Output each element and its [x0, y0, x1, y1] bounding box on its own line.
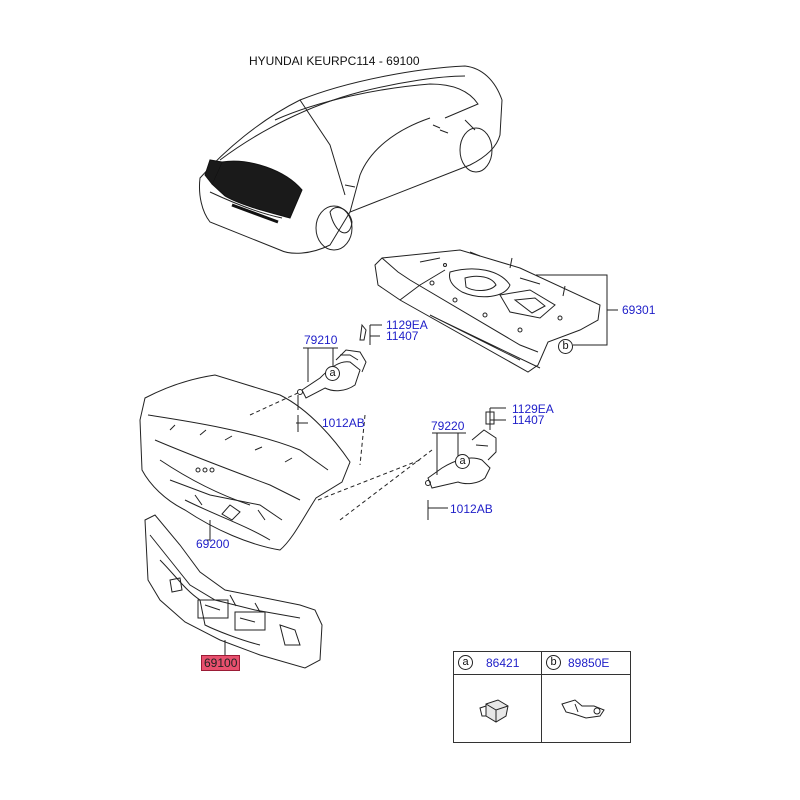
leader-1129ea-2 [489, 407, 506, 430]
part-label-1012ab-1[interactable]: 1012AB [322, 416, 365, 430]
part-label-69200[interactable]: 69200 [196, 537, 230, 551]
part-label-79210[interactable]: 79210 [304, 333, 338, 347]
part-label-1012ab-2[interactable]: 1012AB [450, 502, 493, 516]
part-label-11407-1[interactable]: 11407 [386, 329, 419, 343]
hinge-right-79220 [425, 429, 497, 489]
legend-letter-b: b [546, 655, 561, 670]
legend-part-89850e [561, 699, 605, 719]
part-label-79220[interactable]: 79220 [431, 419, 465, 433]
callout-a-1: a [325, 366, 340, 381]
hinge-left-79210 [297, 349, 367, 410]
car-illustration [199, 65, 503, 254]
dashed-connectors [249, 391, 433, 521]
legend-part-86421 [479, 699, 509, 723]
callout-b: b [558, 339, 573, 354]
part-label-11407-2[interactable]: 11407 [512, 413, 545, 427]
legend-header [454, 652, 630, 675]
back-panel-69100 [144, 514, 323, 669]
part-label-69100[interactable]: 69100 [201, 655, 241, 671]
part-label-1129ea-2[interactable]: 1129EA [512, 402, 554, 416]
legend-divider [541, 652, 542, 742]
leader-1012ab-1 [296, 415, 308, 432]
legend-letter-a: a [458, 655, 473, 670]
leader-69200 [205, 520, 211, 541]
part-label-1129ea-1[interactable]: 1129EA [386, 318, 428, 332]
leader-1129ea-1 [369, 324, 382, 345]
legend-table: a 86421 b 89850E [453, 651, 631, 743]
package-tray-69301 [374, 249, 601, 373]
legend-code-b[interactable]: 89850E [568, 656, 610, 670]
legend-code-a[interactable]: 86421 [486, 656, 520, 670]
leader-69301 [536, 274, 618, 346]
part-label-69301[interactable]: 69301 [622, 303, 656, 317]
trunk-lid-69200 [139, 374, 351, 551]
diagram-title: HYUNDAI KEURPC114 - 69100 [249, 54, 420, 68]
callout-a-2: a [455, 454, 470, 469]
leader-1012ab-2 [427, 500, 448, 520]
